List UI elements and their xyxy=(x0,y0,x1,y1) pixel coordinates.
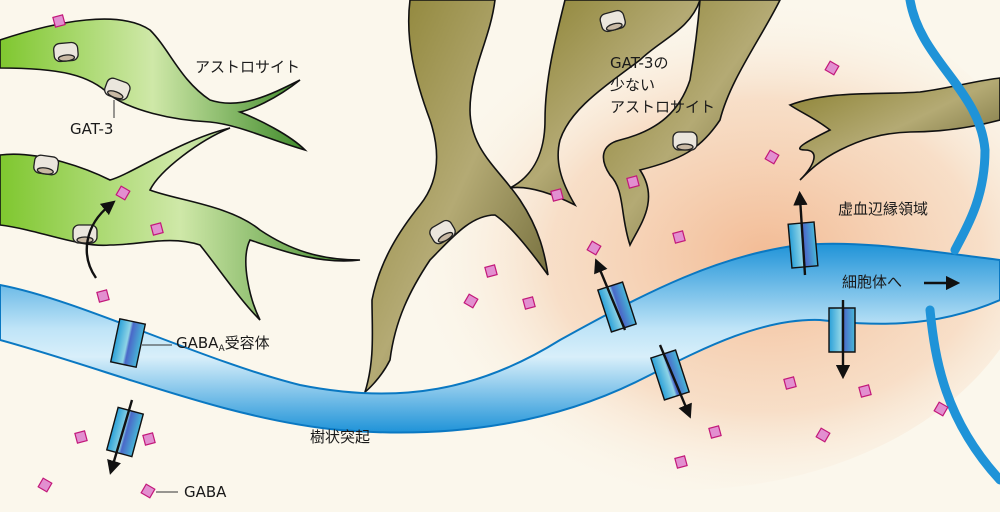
label-dendrite: 樹状突起 xyxy=(310,428,371,446)
gat3-transporter xyxy=(429,219,456,245)
tonic-arrow-up xyxy=(594,258,627,331)
gaba-molecule xyxy=(74,430,88,444)
gaba-molecule xyxy=(140,483,156,499)
label-astrocyte: アストロサイト xyxy=(195,58,301,76)
gaba-molecule xyxy=(150,222,164,236)
astrocyte-process-lower xyxy=(0,127,361,321)
flux-arrows xyxy=(85,190,961,475)
gaba-a-receptors xyxy=(105,221,856,458)
gat3-transporter xyxy=(33,154,60,176)
label-low-gat3-line3: アストロサイト xyxy=(610,98,716,116)
gaba-molecule xyxy=(115,185,131,201)
gaba-molecule xyxy=(764,149,780,165)
gaba-a-receptor-open xyxy=(596,281,638,333)
dendrite-branch-lower xyxy=(925,305,1000,485)
gaba-molecule xyxy=(626,175,640,189)
label-low-gat3-line2: 少ない xyxy=(610,76,656,94)
astrocyte-low-gat3-left xyxy=(363,0,549,395)
dendrite-branch-upper xyxy=(905,0,990,255)
dendrite-shaft xyxy=(0,242,1000,434)
gat3-transporter xyxy=(72,224,98,244)
gaba-a-receptor-open xyxy=(649,349,691,401)
label-to-soma: 細胞体へ xyxy=(842,273,903,291)
gaba-molecule xyxy=(824,60,840,76)
gaba-molecule xyxy=(708,425,722,439)
gaba-molecule xyxy=(463,293,479,309)
tonic-arrow-up-right xyxy=(793,190,808,276)
gaba-molecule xyxy=(484,264,498,278)
chloride-arrow-out xyxy=(107,399,134,475)
label-perisynaptic-region: 虚血辺縁領域 xyxy=(838,200,929,218)
gaba-molecule xyxy=(586,240,602,256)
gat3-transporter xyxy=(672,131,698,151)
gaba-molecule xyxy=(52,14,66,28)
astrocyte-process-upper xyxy=(0,18,308,152)
astrocyte-low-gat3-middle xyxy=(509,0,701,207)
gaba-a-receptor-open xyxy=(105,406,145,458)
gaba-molecule xyxy=(858,384,872,398)
gat3-transporter xyxy=(53,41,79,63)
gaba-molecule xyxy=(142,432,156,446)
gaba-molecules xyxy=(37,14,949,499)
gat3-transporter xyxy=(104,77,131,101)
label-gat3: GAT-3 xyxy=(70,120,114,138)
label-gaba-a-receptor: GABAA受容体 xyxy=(176,334,270,355)
label-gaba-a-suffix: 受容体 xyxy=(224,334,270,352)
uptake-arrow xyxy=(85,200,116,279)
gaba-molecule xyxy=(522,296,536,310)
gaba-molecule xyxy=(37,477,53,493)
gat3-transporters xyxy=(33,9,698,245)
gaba-molecule xyxy=(96,289,110,303)
astrocyte-low-gat3-far-right xyxy=(788,77,1000,181)
label-gaba-a-sub: A xyxy=(218,344,225,354)
gaba-a-receptor-closed xyxy=(109,317,147,369)
label-gaba: GABA xyxy=(184,483,227,501)
label-gaba-a-main: GABA xyxy=(176,334,219,352)
label-low-gat3-astrocyte: GAT-3の 少ない アストロサイト xyxy=(610,52,715,118)
gat3-transporter xyxy=(599,9,626,33)
tonic-arrow-down xyxy=(658,344,692,419)
gaba-molecule xyxy=(815,427,831,443)
astrocyte-low-gat3-right-arm xyxy=(602,0,781,248)
gaba-molecule xyxy=(672,230,686,244)
gaba-molecule xyxy=(933,401,949,417)
label-low-gat3-line1: GAT-3の xyxy=(610,54,669,72)
gaba-molecule xyxy=(783,376,797,390)
gaba-molecule xyxy=(550,188,564,202)
gaba-molecule xyxy=(674,455,688,469)
